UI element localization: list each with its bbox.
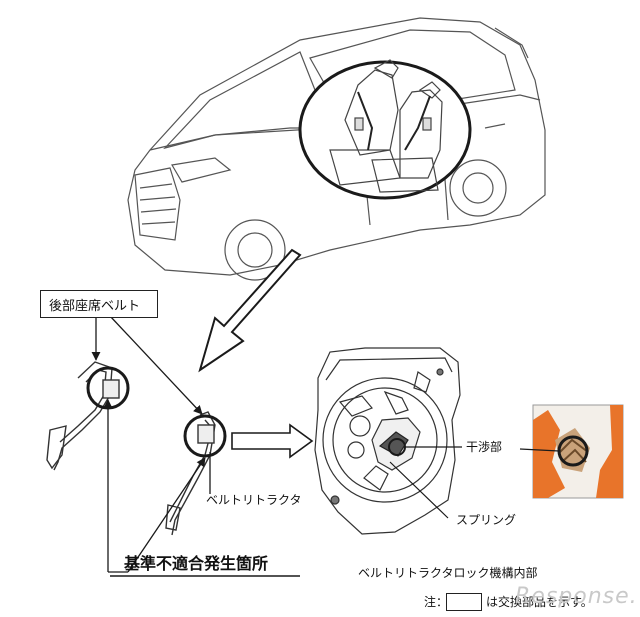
spring-label: スプリング — [456, 513, 517, 527]
note-prefix: 注： — [424, 595, 449, 609]
lock-mechanism-interior-label: ベルトリトラクタロック機構内部 — [358, 566, 538, 580]
nonconformity-location-label: 基準不適合発生箇所 — [124, 554, 269, 573]
note-suffix: は交換部品を示す。 — [486, 595, 593, 609]
watermark: Response. — [515, 584, 638, 609]
rear-seat-belt-label: 後部座席ベルト — [40, 290, 158, 318]
retractor-highlight-right — [183, 414, 227, 458]
detail-arrow — [231, 423, 314, 459]
part-photo — [519, 404, 624, 499]
replacement-part-legend-box — [446, 593, 482, 611]
mechanism-leader-lines — [389, 446, 462, 519]
rear-seat-drawing — [329, 59, 443, 193]
interference-part-label: 干渉部 — [466, 440, 503, 454]
rear-seat-belt-text: 後部座席ベルト — [49, 299, 141, 314]
rear-seat-highlight-circle — [298, 60, 472, 200]
seat-belt-right — [165, 411, 216, 536]
leader-lines — [91, 315, 211, 573]
zoom-arrow — [198, 248, 302, 373]
lock-mechanism-drawing — [314, 347, 461, 535]
belt-retractor-label: ベルトリトラクタ — [206, 493, 302, 507]
